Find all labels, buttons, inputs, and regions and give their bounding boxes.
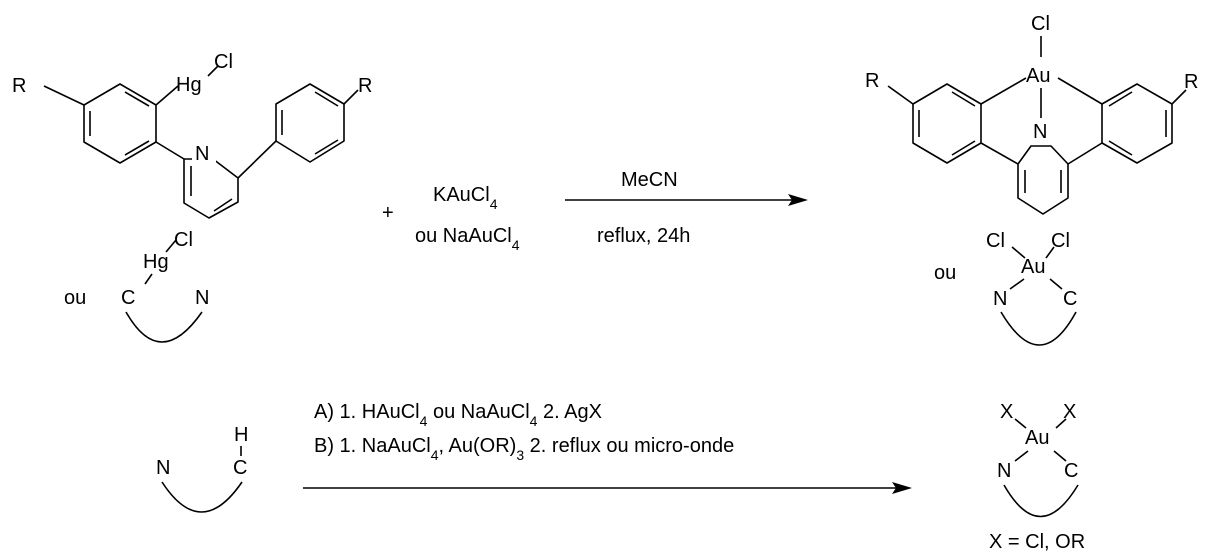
pyridine-aryl-bond: [237, 140, 277, 179]
n-label: N: [195, 287, 209, 309]
left-aryl-ring: [912, 83, 982, 164]
n-label: N: [156, 457, 170, 479]
cl-label: Cl: [1051, 230, 1070, 252]
left-ring-inner-bond: [124, 91, 150, 107]
pyridine-aryl-bond: [1067, 142, 1103, 165]
aryl-pyridine-bond: [980, 142, 1019, 165]
right-ring-inner-bond: [1108, 140, 1133, 156]
c-label: C: [1064, 460, 1078, 482]
hg-label: Hg: [176, 74, 202, 96]
pyridine-ring: [1017, 145, 1069, 215]
right-ring-inner-bond: [314, 91, 339, 107]
hg-cl-label: Cl: [174, 229, 193, 251]
pyridine-ring: [183, 158, 239, 219]
x-definition-footnote: X = Cl, OR: [989, 531, 1085, 553]
cl-label: Cl: [214, 51, 233, 73]
cl-label: Cl: [986, 230, 1005, 252]
c-label: C: [1063, 288, 1077, 310]
chelate-arc: [161, 481, 243, 513]
au-n-bond: [1014, 450, 1029, 462]
c-label: C: [121, 287, 135, 309]
n-label-background: [192, 140, 216, 164]
conditions-label: reflux, 24h: [597, 225, 690, 247]
left-phenyl-ring: [83, 83, 157, 164]
r-label: R: [358, 75, 372, 97]
r-bond: [343, 89, 359, 105]
aryl-pyridine-bond: [155, 141, 185, 160]
left-ring-inner-bond: [951, 140, 976, 156]
r-bond: [887, 85, 914, 105]
reaction1: + KAuCl4 ou NaAuCl4 MeCN reflux, 24h: [382, 169, 808, 253]
hg-cl-bond: [165, 239, 177, 253]
x-label: X: [1063, 401, 1076, 423]
right-ring-inner-bond: [1108, 91, 1133, 107]
au-aryl-bond: [980, 77, 1027, 105]
gold-pincer-product: Cl Au N R R: [865, 13, 1198, 215]
right-aryl-ring: [1101, 83, 1173, 164]
reaction2: A) 1. HAuCl4 ou NaAuCl4 2. AgX B) 1. NaA…: [303, 401, 912, 494]
r-label: R: [1184, 71, 1198, 93]
hg-bond: [155, 85, 179, 106]
chelate-arc: [1003, 484, 1079, 518]
pyridine-n-label: N: [1033, 121, 1047, 143]
au-c-bond: [1049, 278, 1063, 290]
au-label: Au: [1026, 65, 1050, 87]
cl-label: Cl: [1031, 13, 1050, 35]
generic-mercury-complex: Cl Hg ou C N: [64, 229, 209, 343]
plus-sign: +: [382, 202, 394, 224]
au-cl-bond: [1011, 246, 1026, 259]
au-label: Au: [1025, 427, 1049, 449]
generic-gold-complex: Cl Cl Au ou N C: [934, 230, 1077, 346]
au-c-bond: [1053, 450, 1067, 462]
reagent-naaucl4: ou NaAuCl4: [415, 225, 520, 253]
au-n-bond: [1009, 278, 1025, 290]
hg-c-bond: [144, 273, 153, 285]
au-aryl-bond: [1057, 77, 1103, 105]
mercury-substrate: R Hg Cl N R: [12, 51, 372, 219]
reagent-kaucl4: KAuCl4: [433, 184, 498, 212]
route-b-conditions: B) 1. NaAuCl4, Au(OR)3 2. reflux ou micr…: [314, 435, 734, 463]
ou-label: ou: [934, 262, 956, 284]
au-cl-bond: [1045, 246, 1055, 259]
au-label: Au: [1021, 256, 1045, 278]
reaction2-arrow-head: [892, 482, 912, 494]
au-x-bond: [1055, 418, 1067, 429]
ou-label: ou: [64, 287, 86, 309]
reaction1-arrow-head: [788, 194, 808, 206]
left-ring-inner-bond: [124, 140, 150, 156]
left-ring-inner-bond: [951, 91, 976, 107]
h-label: H: [234, 424, 248, 446]
right-phenyl-ring: [275, 83, 345, 163]
cyclometalation-substrate: H C N: [156, 424, 248, 513]
c-label: C: [233, 457, 247, 479]
n-label: N: [997, 460, 1011, 482]
chelate-arc: [125, 311, 203, 343]
r-label: R: [865, 70, 879, 92]
au-x-bond: [1014, 418, 1027, 429]
right-ring-inner-bond: [314, 139, 339, 155]
hg-cl-bond: [207, 65, 219, 77]
x-label: X: [1000, 401, 1013, 423]
gold-x-product: X X Au N C X = Cl, OR: [989, 401, 1085, 553]
route-a-conditions: A) 1. HAuCl4 ou NaAuCl4 2. AgX: [314, 401, 602, 429]
chelate-arc: [1000, 311, 1077, 346]
r-bond: [43, 85, 85, 106]
solvent-label: MeCN: [621, 169, 678, 191]
pyridine-inner-bond: [213, 198, 233, 212]
n-label: N: [993, 288, 1007, 310]
hg-label: Hg: [143, 251, 169, 273]
r-bond: [1171, 89, 1187, 105]
r-label: R: [12, 75, 26, 97]
pyridine-n-label: N: [195, 143, 209, 165]
